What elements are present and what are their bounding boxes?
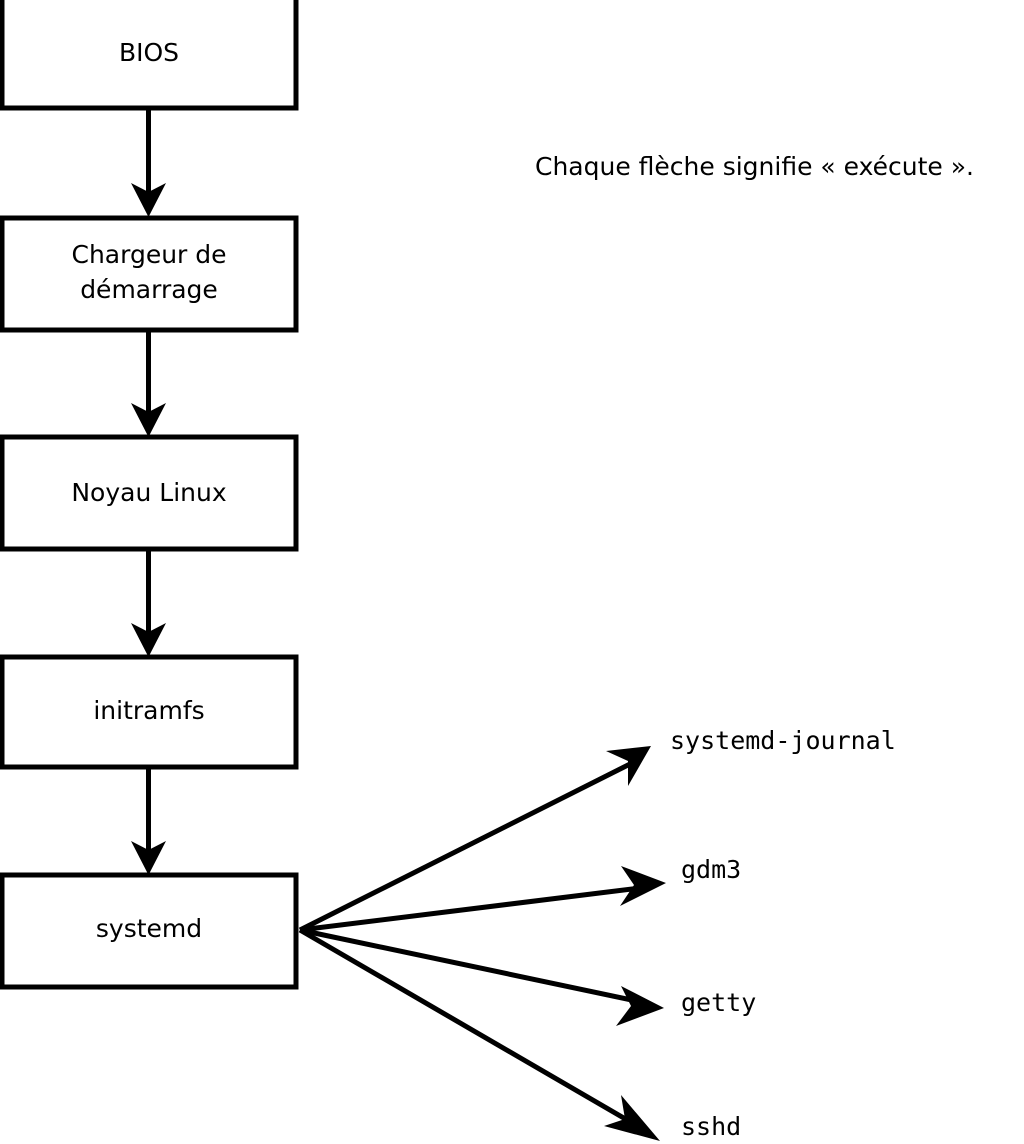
leaf-label-gdm3: gdm3: [681, 855, 741, 884]
node-bootloader-label-line1: Chargeur de: [71, 240, 226, 269]
node-systemd[interactable]: systemd: [0, 872, 299, 990]
fanout-edge-getty: [299, 927, 664, 1026]
node-bios[interactable]: BIOS: [0, 0, 299, 111]
fanout-edge-sshd: [298, 927, 660, 1141]
node-initramfs[interactable]: initramfs: [0, 654, 299, 770]
node-initramfs-rect[interactable]: [0, 654, 299, 770]
leaf-label-sshd: sshd: [681, 1112, 741, 1141]
arrowhead-up-right: [606, 746, 651, 786]
node-bios-rect[interactable]: [0, 0, 299, 111]
chain-edge-bootloader-to-kernel: [131, 330, 166, 437]
node-systemd-rect[interactable]: [0, 872, 299, 990]
arrowhead-down: [131, 841, 166, 875]
node-kernel[interactable]: Noyau Linux: [0, 434, 299, 552]
node-bootloader-label-line2: démarrage: [80, 275, 218, 304]
leaf-label-systemd-journal: systemd-journal: [670, 726, 896, 755]
node-bootloader[interactable]: Chargeur de démarrage: [0, 215, 299, 333]
chain-edge-initramfs-to-systemd: [131, 767, 166, 875]
chain-edge-kernel-to-initramfs: [131, 549, 166, 657]
arrowhead-down-right: [604, 1095, 660, 1141]
fanout-edge-gdm3: [299, 866, 666, 933]
node-bios-label: BIOS: [119, 38, 179, 67]
node-systemd-label: systemd: [96, 914, 202, 943]
node-kernel-rect[interactable]: [0, 434, 299, 552]
node-bootloader-rect[interactable]: [0, 215, 299, 333]
leaf-label-getty: getty: [681, 988, 756, 1017]
arrowhead-right: [620, 866, 666, 906]
node-kernel-label: Noyau Linux: [71, 478, 226, 507]
fanout-edge-systemd-journal: [298, 746, 651, 933]
diagram-caption: Chaque flèche signifie « exécute ».: [535, 152, 974, 181]
arrowhead-down: [131, 403, 166, 437]
chain-edge-bios-to-bootloader: [131, 108, 166, 217]
node-initramfs-label: initramfs: [93, 696, 204, 725]
arrowhead-down: [131, 183, 166, 217]
arrowhead-down: [131, 623, 166, 657]
arrowhead-right: [616, 986, 664, 1026]
